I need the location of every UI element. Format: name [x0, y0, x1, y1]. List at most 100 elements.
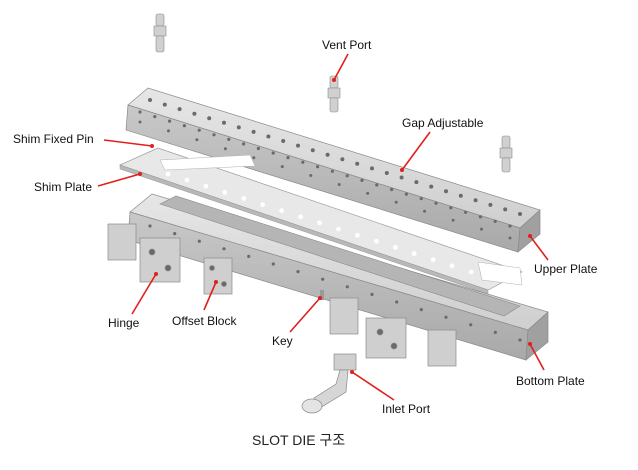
vent-port-fitting-left	[153, 13, 167, 53]
leader-inlet-port	[351, 371, 395, 401]
label-gap-adjustable: Gap Adjustable	[402, 116, 484, 130]
leader-shim-fixed-pin	[103, 139, 153, 147]
upper-plate-hole	[330, 169, 334, 173]
shim-plate-hole	[487, 275, 493, 281]
upper-plate-hole	[394, 200, 398, 204]
leader-upper-plate-tip	[528, 234, 532, 238]
shim-plate-hole	[336, 226, 341, 232]
bottom-plate-hole	[345, 285, 349, 289]
upper-plate-hole	[488, 202, 493, 207]
leader-shim-fixed-pin-tip	[150, 144, 154, 148]
upper-plate-hole	[309, 174, 313, 177]
upper-plate-hole	[399, 175, 404, 180]
bottom-plate-hole	[271, 262, 275, 266]
inlet-port	[301, 353, 357, 414]
bottom-plate-hole	[321, 277, 325, 281]
leader-gap-adjustable	[401, 131, 431, 171]
leader-vent-port-tip	[332, 78, 336, 82]
leader-upper-plate	[529, 235, 549, 261]
upper-plate-hole	[138, 120, 142, 124]
leader-bottom-plate	[529, 343, 545, 371]
label-bottom-plate: Bottom Plate	[516, 374, 585, 388]
shim-plate-hole	[241, 196, 247, 201]
shim-plate-hole	[184, 177, 190, 183]
leader-hinge-tip	[154, 272, 158, 276]
leader-gap-adjustable-tip	[400, 168, 404, 172]
upper-plate-hole	[212, 133, 216, 137]
upper-plate-hole	[227, 137, 231, 141]
upper-plate-hole	[473, 198, 478, 203]
upper-plate	[125, 87, 541, 253]
upper-plate-hole	[429, 184, 434, 189]
upper-plate-hole	[256, 146, 260, 151]
upper-plate-hole	[177, 107, 182, 112]
upper-plate-hole	[423, 209, 427, 213]
shim-plate-hole	[165, 171, 171, 177]
label-key: Key	[272, 334, 293, 348]
upper-plate-hole	[345, 174, 349, 178]
upper-plate-hole	[355, 161, 360, 166]
shim-plate-hole	[298, 214, 303, 220]
upper-plate-hole	[251, 129, 256, 134]
leader-key-tip	[318, 296, 322, 300]
upper-plate-hole	[444, 189, 448, 194]
label-inlet-port: Inlet Port	[382, 402, 431, 416]
upper-plate-hole	[281, 139, 286, 143]
bottom-plate-hole	[247, 254, 251, 258]
upper-plate-hole	[197, 128, 201, 132]
upper-plate-hole	[478, 215, 482, 219]
label-shim-plate: Shim Plate	[34, 180, 93, 194]
bottom-plate	[127, 193, 549, 361]
upper-plate-hole	[236, 125, 241, 130]
bottom-plate-hole	[419, 308, 423, 312]
bottom-plate-hole	[444, 315, 448, 319]
leader-bottom-plate-tip	[528, 342, 532, 346]
upper-plate-hole	[503, 207, 508, 212]
vent-port-fitting-right	[499, 135, 513, 173]
upper-plate-hole	[167, 129, 170, 133]
upper-plate-hole	[451, 218, 455, 222]
bottom-plate-hole	[518, 338, 522, 342]
upper-plate-hole	[375, 183, 379, 187]
upper-plate-hole	[153, 115, 157, 119]
upper-plate-hole	[325, 152, 330, 157]
upper-plate-hole	[518, 212, 522, 216]
upper-plate-hole	[266, 134, 271, 139]
shim-plate-hole	[374, 238, 379, 244]
leader-lines	[97, 53, 549, 401]
upper-plate-hole	[271, 151, 275, 155]
bottom-plate-hole	[469, 323, 473, 327]
upper-plate-hole	[138, 110, 142, 114]
upper-plate-hole	[340, 157, 345, 162]
upper-plate-bolt-holes	[138, 98, 522, 240]
upper-plate-hole	[162, 102, 167, 107]
hinge-block-right	[365, 317, 457, 367]
bottom-plate-hole	[173, 232, 177, 236]
upper-plate-hole	[168, 119, 172, 123]
bottom-plate-hole	[222, 247, 226, 251]
upper-plate-hole	[310, 148, 315, 153]
shim-plate-holes	[165, 171, 493, 281]
label-offset-block: Offset Block	[172, 314, 237, 328]
upper-plate-hole	[252, 156, 256, 160]
shim-plate-hole	[392, 245, 398, 250]
leader-vent-port	[333, 53, 349, 81]
bottom-plate-hole	[197, 239, 201, 243]
upper-plate-hole	[366, 191, 370, 195]
offset-block-center	[329, 297, 359, 335]
upper-plate-hole	[360, 178, 364, 182]
shim-plate-hole	[355, 232, 360, 238]
upper-plate-hole	[464, 210, 468, 214]
bottom-plate-hole	[493, 330, 497, 334]
upper-plate-hole	[449, 206, 453, 210]
shim-plate-hole	[468, 269, 474, 275]
shim-plate-hole	[449, 263, 455, 269]
hinge-block-left	[107, 223, 181, 283]
shim-plate-hole	[279, 208, 284, 214]
upper-plate-hole	[280, 165, 284, 169]
label-hinge: Hinge	[108, 316, 140, 330]
leader-shim-plate	[97, 173, 141, 187]
upper-plate-hole	[508, 236, 512, 240]
shim-plate-hole	[203, 183, 209, 189]
